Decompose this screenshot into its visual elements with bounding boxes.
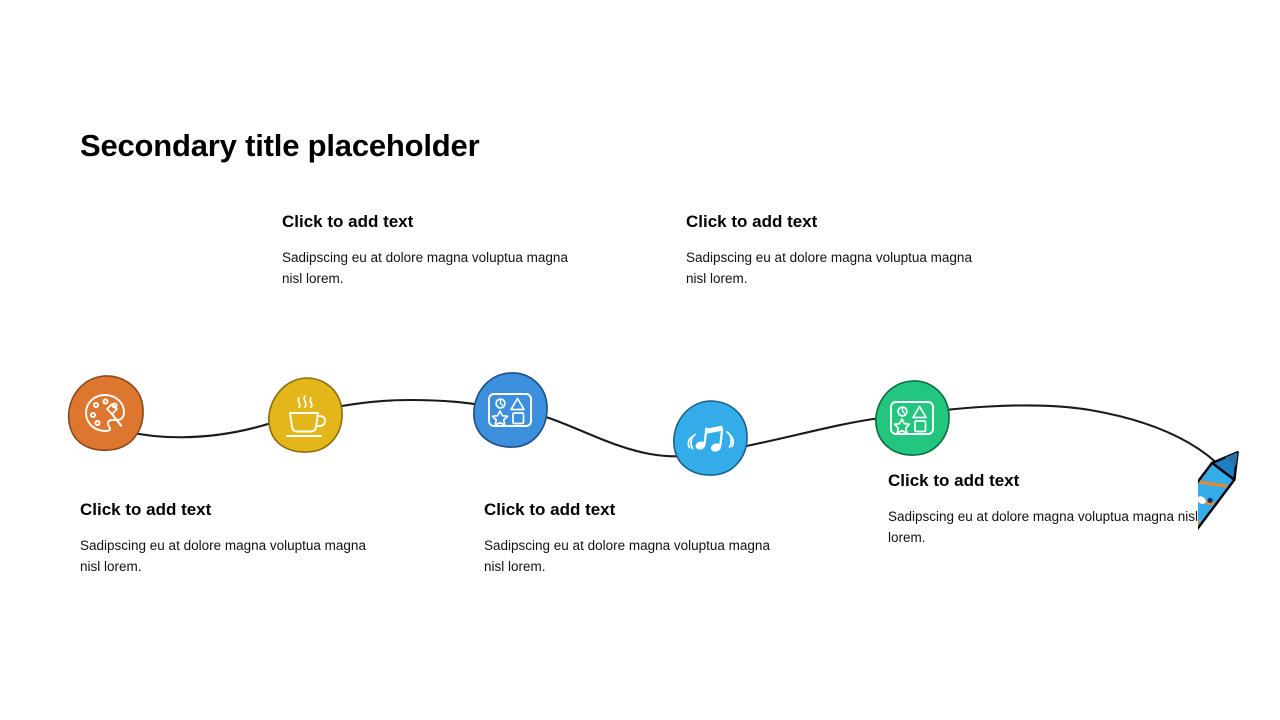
text-block-bottom-right[interactable]: Click to add text Sadipscing eu at dolor… (888, 471, 1198, 549)
text-block-heading: Click to add text (888, 471, 1020, 490)
text-block-heading: Click to add text (686, 212, 818, 231)
text-block-top-right[interactable]: Click to add text Sadipscing eu at dolor… (686, 212, 986, 290)
shapes-toy-icon (890, 401, 934, 435)
text-block-heading: Click to add text (282, 212, 414, 231)
page-title: Secondary title placeholder (80, 128, 480, 163)
music-notes-icon (687, 425, 735, 452)
text-block-body: Sadipscing eu at dolore magna voluptua m… (484, 538, 770, 575)
pencil-icon (1164, 443, 1280, 563)
palette-icon (85, 394, 125, 432)
text-block-body: Sadipscing eu at dolore magna voluptua m… (282, 250, 568, 287)
text-block-bottom-left[interactable]: Click to add text Sadipscing eu at dolor… (80, 500, 380, 578)
text-block-body: Sadipscing eu at dolore magna voluptua m… (80, 538, 366, 575)
timeline-node-palette[interactable] (66, 374, 144, 452)
text-block-heading: Click to add text (484, 500, 616, 519)
text-block-top-left[interactable]: Click to add text Sadipscing eu at dolor… (282, 212, 582, 290)
text-block-bottom-center[interactable]: Click to add text Sadipscing eu at dolor… (484, 500, 784, 578)
text-block-body: Sadipscing eu at dolore magna voluptua m… (686, 250, 972, 287)
timeline-node-coffee[interactable] (266, 376, 344, 454)
coffee-cup-icon (285, 395, 326, 438)
timeline-node-shapes-blue[interactable] (471, 371, 549, 449)
text-block-body: Sadipscing eu at dolore magna voluptua m… (888, 509, 1198, 546)
shapes-toy-icon (488, 393, 532, 427)
text-block-heading: Click to add text (80, 500, 212, 519)
timeline-node-shapes-green[interactable] (873, 379, 951, 457)
timeline-node-music[interactable] (671, 399, 749, 477)
